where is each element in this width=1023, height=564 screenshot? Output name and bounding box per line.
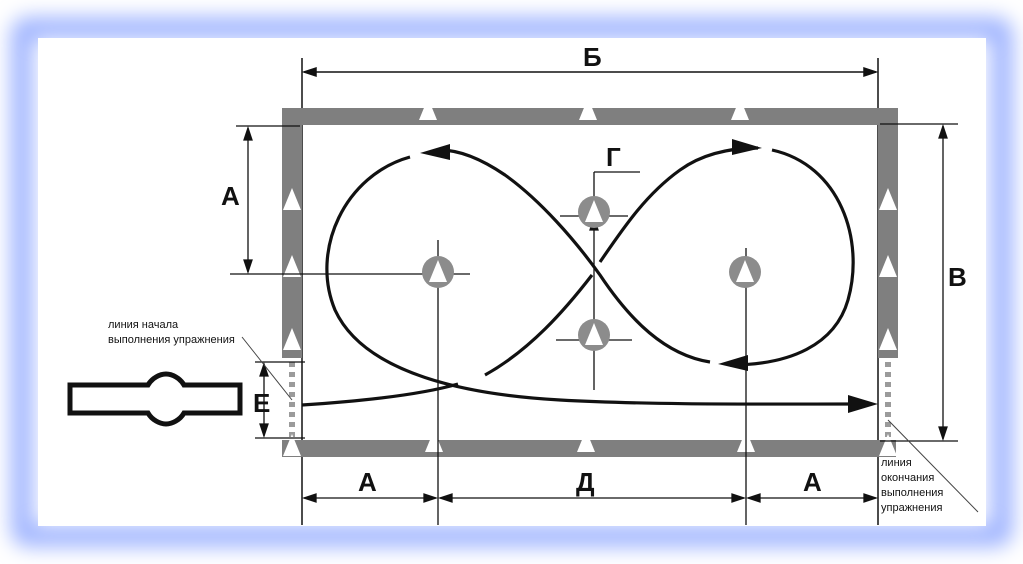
- label-g: Г: [606, 142, 621, 172]
- label-v: В: [948, 262, 967, 292]
- dimension-v: [880, 123, 958, 442]
- label-d: Д: [576, 467, 595, 497]
- glow-frame: [11, 17, 1013, 547]
- start-finish-gaps: [289, 362, 891, 438]
- dimension-e: [255, 361, 305, 439]
- finish-note-line1: линия: [881, 457, 912, 469]
- label-e: Е: [253, 388, 270, 418]
- arrowhead-icon: [420, 144, 450, 160]
- finish-note-line4: упражнения: [881, 502, 942, 514]
- label-a-bottom-left: А: [358, 467, 377, 497]
- arrowhead-icon: [718, 355, 748, 371]
- arrowhead-icon: [848, 395, 878, 413]
- path-arrowheads: [420, 139, 878, 413]
- vehicle-icon: [67, 371, 243, 427]
- label-a-left: А: [221, 181, 240, 211]
- cone-center-top: [578, 196, 610, 228]
- label-a-bottom-right: А: [803, 467, 822, 497]
- cone-left: [422, 256, 454, 288]
- center-cones: [422, 196, 761, 351]
- cone-right: [729, 256, 761, 288]
- start-line-note: [241, 336, 293, 401]
- finish-note-line2: окончания: [881, 472, 934, 484]
- cone-center-bottom: [578, 319, 610, 351]
- start-note-line2: выполнения упражнения: [108, 334, 235, 346]
- arrowhead-icon: [732, 139, 762, 155]
- label-b: Б: [583, 42, 602, 72]
- finish-note-line3: выполнения: [881, 487, 943, 499]
- finish-line-note: [887, 419, 979, 513]
- figure-eight-path: [301, 146, 856, 407]
- start-note-line1: линия начала: [108, 319, 179, 331]
